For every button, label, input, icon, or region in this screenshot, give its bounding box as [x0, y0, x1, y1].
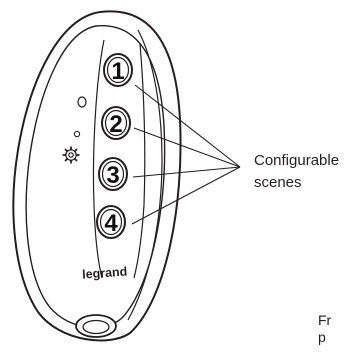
- scene-button-2[interactable]: 2: [102, 107, 130, 139]
- scene-button-2-label: 2: [109, 111, 122, 138]
- lanyard-hole-icon: [76, 315, 116, 337]
- scene-button-3-label: 3: [106, 162, 119, 189]
- clipped-text-line-2: p: [318, 329, 358, 346]
- callout-line-1-text: Configurable: [254, 150, 358, 172]
- scene-button-1-label: 1: [111, 58, 124, 85]
- clipped-edge-text: Fr p: [318, 312, 358, 346]
- scene-button-4-label: 4: [104, 210, 118, 237]
- indicator-led-icon: [78, 97, 86, 107]
- scene-button-4[interactable]: 4: [97, 206, 125, 238]
- scene-button-1[interactable]: 1: [104, 54, 132, 86]
- clipped-text-line-1: Fr: [318, 312, 358, 329]
- scene-button-3[interactable]: 3: [99, 158, 127, 190]
- callout-line-2-text: scenes: [254, 172, 358, 194]
- callout-label: Configurable scenes: [254, 150, 358, 194]
- indicator-small-led-icon: [74, 131, 79, 136]
- remote-body: [13, 11, 180, 340]
